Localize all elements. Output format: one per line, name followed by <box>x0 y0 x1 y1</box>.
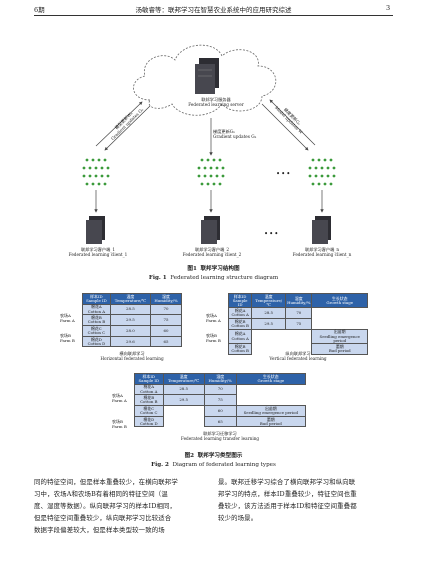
fig2-caption-en-number: Fig. 2 <box>151 462 169 468</box>
model-update-arrow-right <box>261 103 309 151</box>
gradient-label-center: 梯度更新Gₙ Gradient updates Gₙ <box>213 129 273 140</box>
gradient-label-center-en: Gradient updates Gₙ <box>213 133 257 139</box>
gradient-label-center-cn: 梯度更新Gₙ <box>213 129 235 134</box>
h-fl-label-en: Horizontal federated learning <box>100 355 164 361</box>
fig2-caption-en: Fig. 2 Diagram of federated learning typ… <box>0 462 427 468</box>
fig1-caption-en-text: Federated learning structure diagram <box>170 275 279 281</box>
body-left-line-5: 数据字段偏差较大，但是样本类型较一致的场 <box>34 526 165 534</box>
client-server-icon-1 <box>86 216 105 244</box>
client-label-2-en: Federated learning client_2 <box>182 251 242 257</box>
body-left-line-3: 度、湿度等数据）。纵向联邦学习的样本ID相同， <box>34 502 177 510</box>
v-fl-label-en: Vertical federated learning <box>269 355 327 361</box>
body-left-column: 同的特征空间，但是样本重叠较少，在横向联邦学 习中，农场A和农场B有着相同的特征… <box>34 476 212 536</box>
client-label-1-cn: 联邦学习客户端_1 <box>80 247 116 252</box>
h-fl-label: 横向联邦学习 Horizontal federated learning <box>82 351 182 362</box>
fig1-caption-en-number: Fig. 1 <box>148 275 167 281</box>
model-update-arrow-left <box>104 105 151 151</box>
client-label-n-en: Federated learning client_n <box>292 251 352 257</box>
client-label-n: 联邦学习客户端_n Federated learning client_n <box>290 247 354 258</box>
fig2-caption-cn: 图2 联邦学习类型图示 <box>0 451 427 459</box>
fig1-caption-cn-text: 联邦学习结构图 <box>200 266 240 272</box>
server-label-en: Federated learning server <box>188 101 244 107</box>
client-label-n-cn: 联邦学习客户端_n <box>304 247 340 252</box>
t-fl-label-cn: 联邦学习迁移学习 <box>203 431 237 436</box>
fig2-caption-cn-text: 联邦学习类型图示 <box>197 453 243 459</box>
neural-network-icon-n <box>308 158 336 186</box>
body-left-line-4: 但是特征空间重叠较少，纵向联邦学习比较适合 <box>34 514 172 522</box>
neural-network-icon-2 <box>197 158 225 186</box>
body-right-line-2: 邦学习的特点，样本ID重叠较少，特征空间也重 <box>218 490 357 498</box>
t-fl-label: 联邦学习迁移学习 Federated learning transfer lea… <box>134 431 306 442</box>
client-label-1-en: Federated learning client_1 <box>68 251 128 257</box>
ellipsis-bottom: ••• <box>264 230 280 238</box>
h-fl-label-cn: 横向联邦学习 <box>119 351 145 356</box>
header-rule <box>34 15 393 16</box>
v-farm-a-label: 农场A Farm A <box>206 313 221 323</box>
v-fl-label: 纵向联邦学习 Vertical federated learning <box>228 351 368 362</box>
body-left-line-1: 同的特征空间，但是样本重叠较少，在横向联邦学 <box>34 478 178 486</box>
client-label-1: 联邦学习客户端_1 Federated learning client_1 <box>66 247 130 258</box>
fig1-diagram <box>82 44 336 244</box>
t-farm-a-label: 农场A Farm A <box>112 393 127 403</box>
client-server-icon-n <box>312 216 331 244</box>
body-left-line-2: 习中，农场A和农场B有着相同的特征空间（温 <box>34 490 168 498</box>
client-server-icon-2 <box>201 216 220 244</box>
v-farm-b-label: 农场B Farm B <box>206 333 221 343</box>
fig1-caption-en: Fig. 1 Federated learning structure diag… <box>0 275 427 281</box>
server-label: 联邦学习服务器 Federated learning server <box>176 97 256 108</box>
fig2-caption-cn-number: 图2 <box>184 453 195 459</box>
header-issue: 6期 <box>34 6 45 14</box>
t-fl-label-en: Federated learning transfer learning <box>180 435 260 441</box>
server-icon <box>195 58 219 94</box>
client-label-2: 联邦学习客户端_2 Federated learning client_2 <box>180 247 244 258</box>
neural-network-icon-1 <box>82 158 110 186</box>
body-right-line-1: 景。联邦迁移学习综合了横向联邦学习和纵向联 <box>218 478 356 486</box>
fig1-caption-cn-number: 图1 <box>187 266 197 272</box>
server-label-cn: 联邦学习服务器 <box>201 97 231 102</box>
fig2-caption-en-text: Diagram of federated learning types <box>172 462 276 468</box>
t-farm-b-label: 农场B Farm B <box>112 419 127 429</box>
header-title: 汤敏睿等：联邦学习在智慧农业系统中的应用研究综述 <box>135 6 292 14</box>
v-fl-label-cn: 纵向联邦学习 <box>285 351 311 356</box>
h-farm-b-label: 农场B Farm B <box>60 333 75 343</box>
body-right-column: 景。联邦迁移学习综合了横向联邦学习和纵向联 邦学习的特点，样本ID重叠较少，特征… <box>218 476 396 524</box>
client-label-2-cn: 联邦学习客户端_2 <box>194 247 230 252</box>
h-farm-a-label: 农场A Farm A <box>60 313 75 323</box>
fig1-caption-cn: 图1 联邦学习结构图 <box>0 264 427 272</box>
body-right-line-4: 较少的场景。 <box>218 514 258 522</box>
ellipsis-top: ••• <box>276 170 292 178</box>
body-right-line-3: 叠较少，该方法适用于样本ID和特征空间重叠都 <box>218 502 357 510</box>
header-page-number: 3 <box>386 4 391 12</box>
